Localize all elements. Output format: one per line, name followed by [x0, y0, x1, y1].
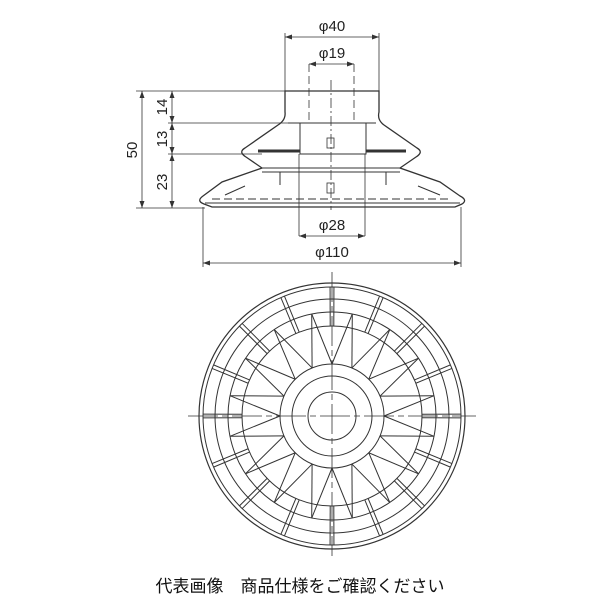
- star-rib: [273, 452, 296, 503]
- star-rib: [229, 395, 281, 417]
- radial-rib: [211, 448, 249, 465]
- dim-skirt-height: 23: [154, 174, 171, 191]
- star-rib: [311, 313, 333, 365]
- side-view: [199, 64, 466, 236]
- star-rib: [229, 415, 281, 437]
- star-rib: [245, 357, 285, 397]
- dim-total-height: 50: [124, 142, 141, 159]
- radial-rib: [396, 325, 425, 355]
- caption: 代表画像 商品仕様をご確認ください: [155, 577, 445, 597]
- radial-rib: [396, 477, 425, 507]
- radial-rib: [211, 367, 249, 384]
- dim-bellows-height: 13: [154, 131, 171, 148]
- radial-rib: [280, 297, 297, 334]
- star-rib: [245, 435, 285, 475]
- star-rib: [368, 452, 419, 475]
- radial-rib: [239, 477, 268, 507]
- star-rib: [383, 415, 435, 437]
- radial-rib: [213, 364, 250, 381]
- star-rib: [368, 329, 391, 380]
- dim-bore-diameter: φ19: [319, 45, 345, 62]
- radial-rib: [364, 295, 381, 333]
- radial-rib: [414, 451, 451, 468]
- star-rib: [368, 452, 391, 503]
- radial-rib: [367, 297, 384, 334]
- dim-top-diameter: φ40: [319, 18, 345, 35]
- star-rib: [311, 467, 333, 519]
- star-rib: [331, 467, 353, 519]
- radial-rib: [241, 323, 271, 352]
- bottom-view: [188, 272, 476, 556]
- star-rib: [379, 357, 419, 397]
- star-rib: [383, 395, 435, 417]
- star-rib: [351, 329, 391, 369]
- dim-base-inner-diameter: φ28: [319, 217, 345, 234]
- star-rib: [273, 463, 313, 503]
- star-rib: [273, 329, 313, 369]
- radial-rib: [393, 480, 423, 509]
- radial-rib: [367, 498, 384, 535]
- star-rib: [331, 313, 353, 365]
- radial-rib: [280, 498, 297, 535]
- dim-neck-height: 14: [154, 99, 171, 116]
- radial-rib: [283, 499, 300, 537]
- star-rib: [351, 463, 391, 503]
- star-rib: [273, 329, 296, 380]
- radial-rib: [415, 448, 453, 465]
- radial-rib: [241, 480, 271, 509]
- radial-rib: [393, 323, 423, 352]
- star-rib: [379, 435, 419, 475]
- star-rib: [245, 452, 296, 475]
- star-rib: [368, 357, 419, 380]
- radial-rib: [415, 367, 453, 384]
- radial-rib: [213, 451, 250, 468]
- radial-rib: [283, 295, 300, 333]
- dim-pad-diameter: φ110: [315, 244, 349, 261]
- radial-rib: [414, 364, 451, 381]
- radial-rib: [364, 499, 381, 537]
- star-rib: [245, 357, 296, 380]
- radial-rib: [239, 325, 268, 355]
- dimension-lines: [136, 33, 462, 267]
